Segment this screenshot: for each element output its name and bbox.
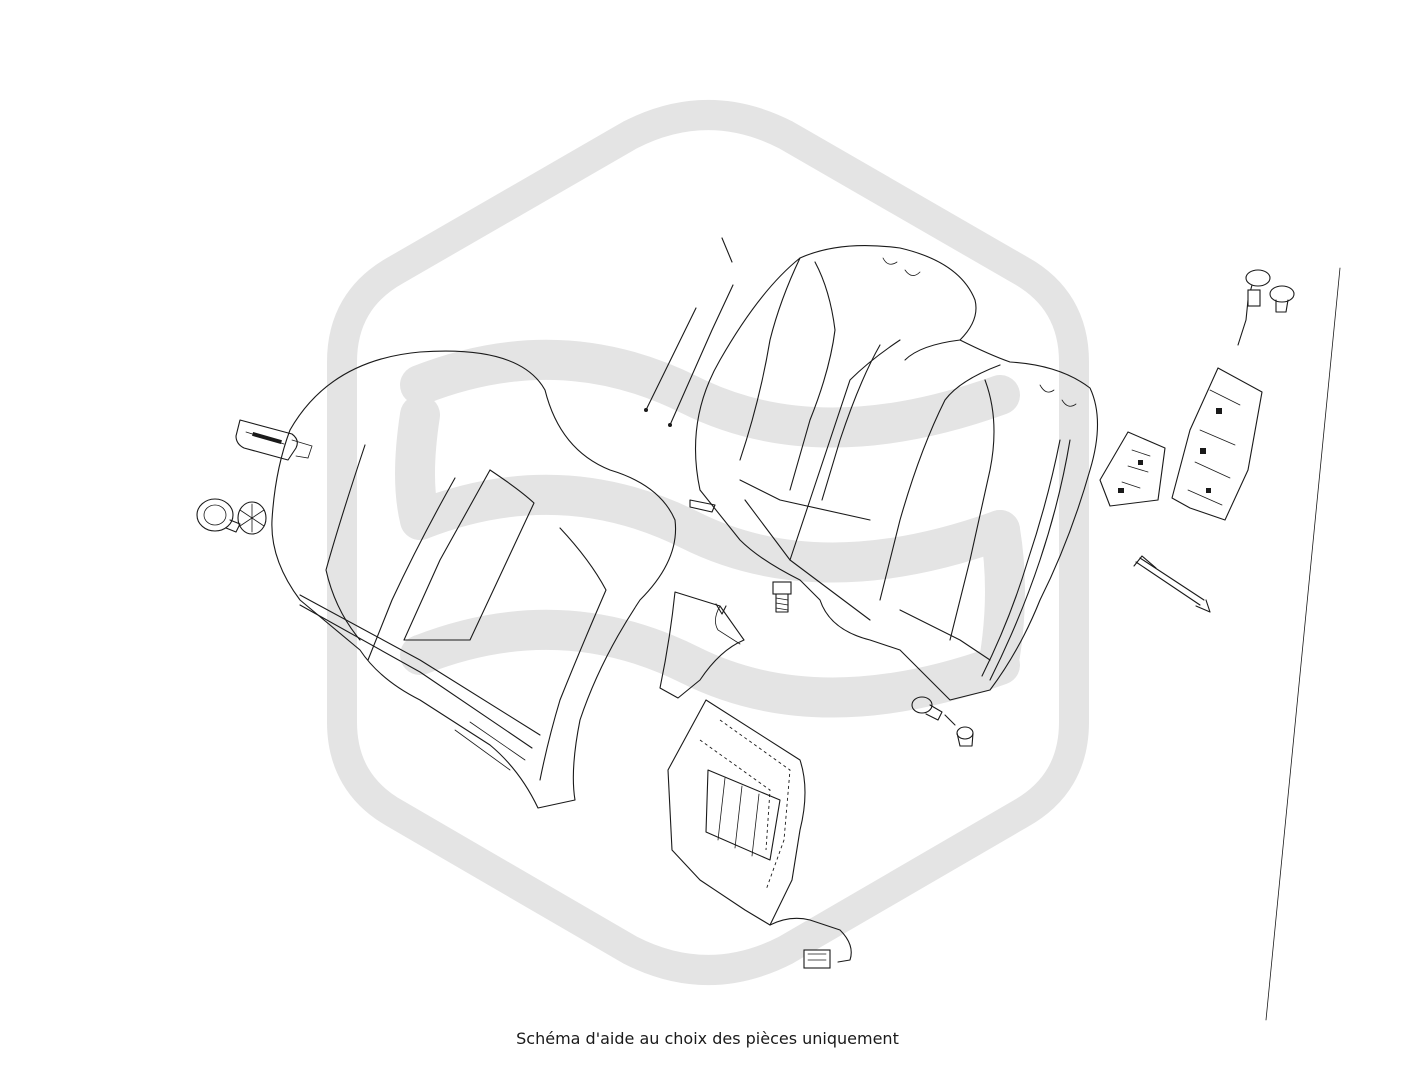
adjust-knob — [911, 696, 943, 721]
bolt — [772, 581, 792, 613]
cable-strap — [1133, 555, 1211, 613]
bushing — [944, 714, 974, 747]
seat-backrest — [689, 245, 1099, 701]
lumbar-motor-cap — [1237, 269, 1295, 346]
frame-rods — [644, 237, 734, 427]
frame-border-line — [1265, 267, 1341, 1021]
emblem-knob — [196, 498, 241, 533]
diagram-caption: Schéma d'aide au choix des pièces unique… — [516, 1029, 899, 1048]
side-panel — [659, 591, 745, 699]
star-cover — [237, 501, 267, 535]
switch-bracket — [1171, 367, 1263, 521]
watermark-logo — [327, 100, 1089, 985]
seat-cushion — [271, 350, 677, 809]
seat-control-module — [1099, 431, 1166, 507]
heating-mat — [667, 699, 852, 969]
trim-badge — [235, 419, 313, 461]
